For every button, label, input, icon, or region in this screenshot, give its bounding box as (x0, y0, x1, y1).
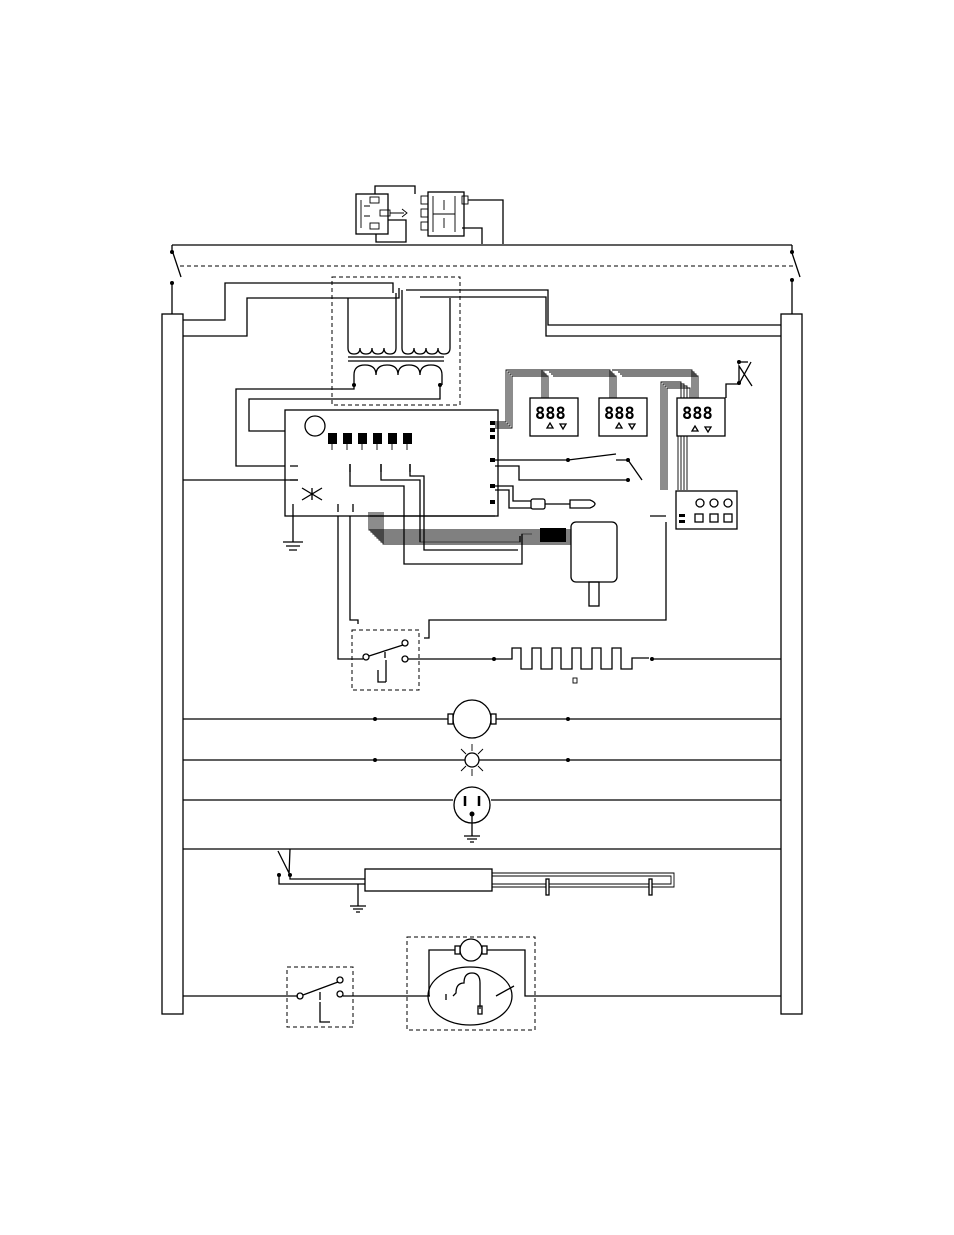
display-readout-1: 888 (535, 404, 566, 424)
main-control-board (285, 410, 498, 516)
switch-with-fluorescent-ballast (183, 849, 781, 912)
temperature-probe (495, 486, 595, 509)
lamp (183, 744, 781, 776)
display-ribbon-cables (495, 370, 698, 490)
display-readout-3: 888 (682, 404, 713, 424)
line-rail-left (162, 314, 183, 1014)
digital-display-3: 888 (677, 398, 725, 436)
power-cord-plug (356, 186, 503, 244)
receptacle (183, 787, 781, 842)
motor (183, 700, 781, 738)
thermostat-switch (183, 967, 430, 1027)
door-switch (495, 454, 642, 482)
heating-element (492, 648, 781, 683)
main-power-switch (170, 245, 800, 314)
digital-display-2: 888 (599, 398, 647, 436)
board-ground (283, 512, 303, 550)
line-rail-right (781, 314, 802, 1014)
display-readout-2: 888 (604, 404, 635, 424)
fan-motor-assembly (407, 937, 781, 1030)
door-latch-switch (726, 360, 752, 398)
blower-assembly (571, 522, 617, 606)
digital-display-1: 888 (530, 398, 578, 436)
keypad-board (676, 491, 737, 529)
